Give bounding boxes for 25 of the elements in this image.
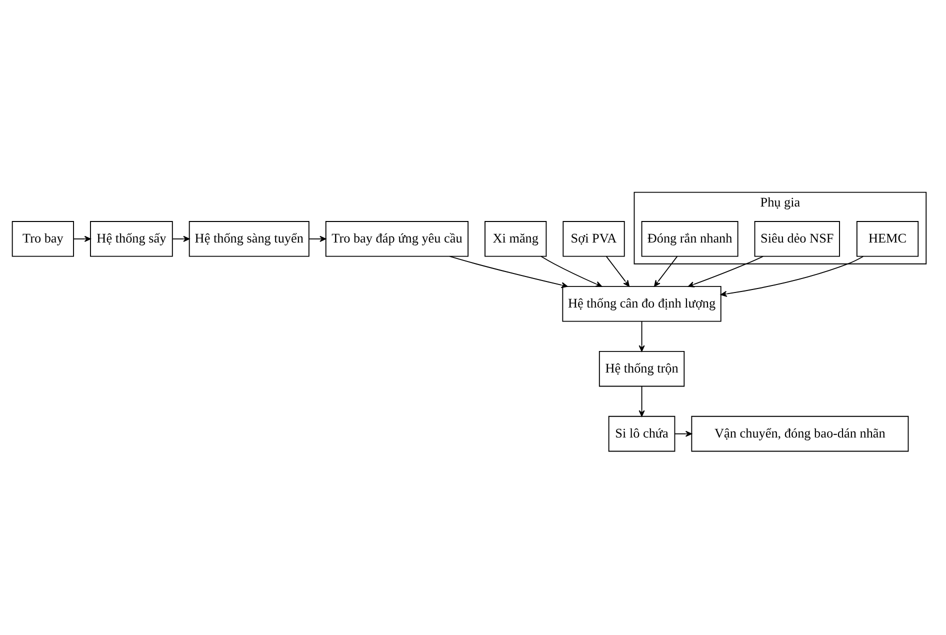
arrow [172,235,190,242]
arrow [638,320,645,352]
node-box: Tro bay đáp ứng yêu cầu [325,220,469,256]
arrow [606,255,630,286]
node-box: Hệ thống trộn [598,350,685,386]
arrow [688,255,764,287]
node-box: Hệ thống cân đo định lượng [562,285,722,322]
arrow [674,430,692,436]
node-box: Xi măng [484,220,547,256]
node-box: Sợi PVA [562,220,625,256]
node-box: Siêu dẻo NSF [754,220,840,256]
arrow [73,235,91,242]
arrow [449,255,568,288]
node-box: Đóng rắn nhanh [641,220,738,256]
node-box: Hệ thống sàng tuyển [188,220,310,256]
node-box: HEMC [856,220,919,256]
node-box: Tro bay [12,220,74,256]
node-box: Si lô chứa [608,415,676,452]
arrow [308,235,326,242]
node-box: Vận chuyển, đóng bao-dán nhãn [691,415,909,452]
arrow [540,255,602,286]
arrow [654,255,678,286]
node-box: Hệ thống sấy [90,220,173,256]
arrow [638,385,645,416]
arrow [720,256,864,296]
